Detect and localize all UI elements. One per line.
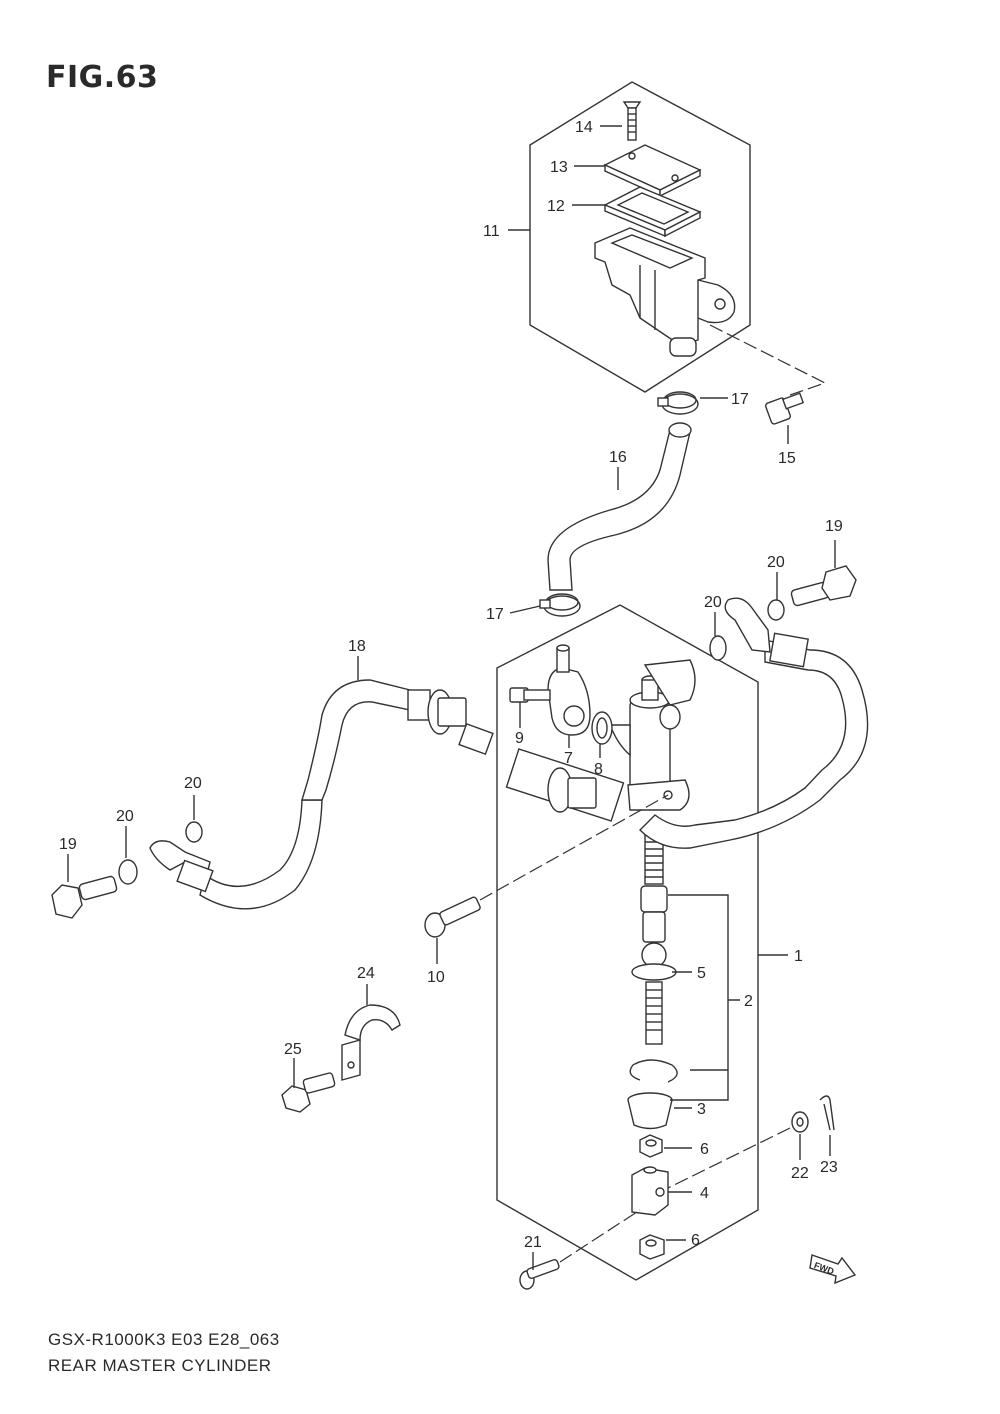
hose-clamp-upper [657,391,699,415]
forward-direction-arrow: FWD [809,1254,857,1285]
circlip [629,1059,678,1083]
rod-clevis-joint [631,1166,669,1216]
callout-6-upper: 6 [700,1141,709,1158]
clevis-pin [519,1258,560,1290]
hose-guide-bolt [281,1072,336,1113]
piston-set-bracket [668,894,740,1101]
callout-17-upper: 17 [731,391,749,408]
callout-5: 5 [697,965,706,982]
clevis-pin-leader-upper [667,1127,791,1189]
callout-8: 8 [594,761,603,778]
brake-hose-right [505,597,869,849]
callout-20-right-outer: 20 [767,554,785,571]
callout-7: 7 [564,750,573,767]
callout-23: 23 [820,1159,838,1176]
reservoir-assembly-frame [529,81,751,393]
callout-24: 24 [357,965,375,982]
callout-20-left-outer: 20 [116,808,134,825]
callout-11: 11 [483,223,500,240]
callout-10: 10 [427,969,445,986]
callout-19-right: 19 [825,518,843,535]
callout-2: 2 [744,993,753,1010]
callout-12: 12 [547,198,565,215]
callout-1: 1 [794,948,803,965]
rod-boot [627,1092,673,1130]
reservoir-mounting-bolt [764,392,805,425]
brake-hose-left [149,679,494,910]
clevis-pin-leader-lower [559,1209,641,1263]
mounting-bolt [424,896,481,938]
callout-20-right-inner: 20 [704,594,722,611]
reservoir-cap [603,144,702,198]
union-screw [509,687,551,703]
callout-21: 21 [524,1234,542,1251]
callout-4: 4 [700,1185,709,1202]
reservoir-cap-screw [622,101,642,141]
callout-25: 25 [284,1041,302,1058]
callout-leaders [67,125,836,1270]
reservoir-diaphragm-plate [603,186,702,238]
sealing-washer-left-outer [118,859,138,885]
sealing-washer-right-inner [709,635,727,661]
inlet-union-fitting [547,644,591,736]
callout-3: 3 [697,1101,706,1118]
callout-19-left: 19 [59,836,77,853]
clevis-washer [791,1111,809,1133]
master-cylinder-body [608,659,696,811]
sealing-washer-right-outer [767,599,785,621]
reservoir-body [594,227,736,357]
figure-name: REAR MASTER CYLINDER [48,1356,272,1375]
callout-17-lower: 17 [486,606,504,623]
callout-18: 18 [348,638,366,655]
piston-rod-kit [631,942,677,1045]
callout-6-lower: 6 [691,1232,700,1249]
callout-14: 14 [575,119,593,136]
model-code: GSX-R1000K3 E03 E28_063 [48,1330,280,1349]
callout-22: 22 [791,1165,809,1182]
lock-nut-upper [639,1134,663,1158]
sealing-washer-left-inner [185,821,203,843]
inlet-o-ring [591,711,613,745]
union-bolt-right [790,565,857,607]
mounting-bolt-leader [479,794,669,901]
cotter-pin [819,1095,835,1131]
figure-title: FIG.63 [46,60,159,95]
callout-13: 13 [550,159,568,176]
master-cylinder-frame [496,604,759,1281]
hose-clamp-lower [539,593,581,617]
callout-15: 15 [778,450,796,467]
piston-cup [640,885,668,943]
reservoir-bolt-leader [709,324,827,396]
lock-nut-lower [639,1234,665,1260]
reservoir-hose [547,429,691,591]
hose-guide-bracket [341,1004,401,1081]
union-bolt-left [51,875,118,919]
callout-9: 9 [515,730,524,747]
callout-16: 16 [609,449,627,466]
callout-20-left-inner: 20 [184,775,202,792]
